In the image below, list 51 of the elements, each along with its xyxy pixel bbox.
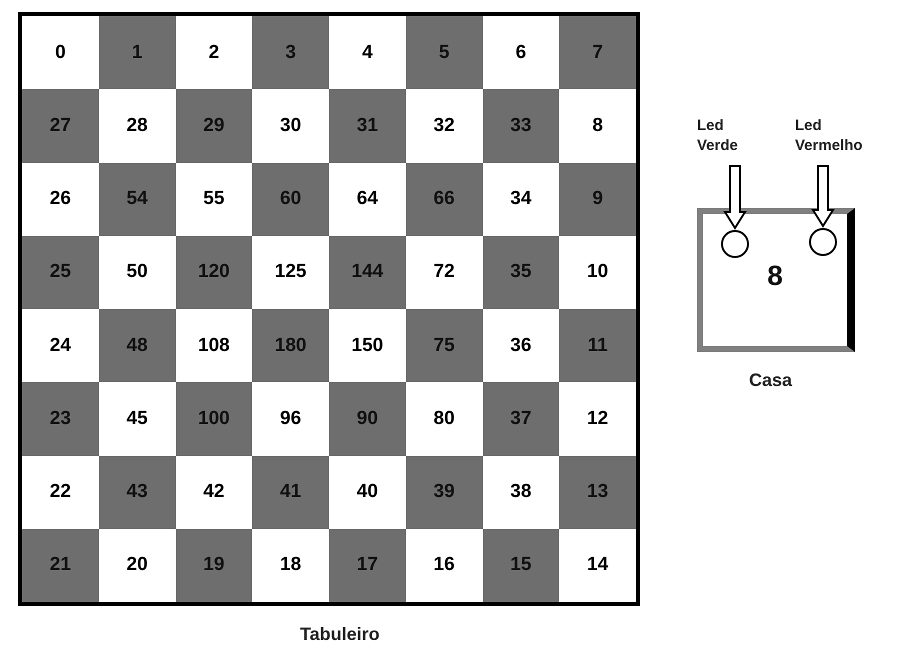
board-square: 15 <box>482 528 560 602</box>
board-square: 27 <box>22 89 99 162</box>
board-square: 43 <box>98 456 176 529</box>
board-square: 35 <box>482 236 560 309</box>
board-square: 41 <box>252 456 329 529</box>
square-number: 8 <box>766 260 784 292</box>
board-square: 17 <box>329 528 406 602</box>
board-square: 55 <box>176 162 252 236</box>
board-square: 21 <box>22 528 99 602</box>
board-square: 37 <box>482 382 560 456</box>
board-square: 42 <box>176 456 252 529</box>
board-square: 144 <box>329 236 406 309</box>
board-square: 11 <box>559 309 636 382</box>
game-board <box>18 12 640 606</box>
board-square: 100 <box>176 382 252 456</box>
board-square: 5 <box>406 16 482 90</box>
led-label: Led Vermelho <box>795 116 885 156</box>
board-square: 19 <box>176 528 252 602</box>
board-square: 54 <box>98 162 176 236</box>
board-square: 1 <box>98 16 176 90</box>
board-square: 13 <box>559 456 636 529</box>
board-square: 120 <box>176 236 252 309</box>
board-square: 2 <box>176 16 252 90</box>
led-circle <box>809 228 837 256</box>
board-square: 25 <box>22 236 99 309</box>
board-square: 66 <box>406 162 482 236</box>
board-square: 60 <box>252 162 329 236</box>
board-square: 34 <box>482 162 560 236</box>
board-square: 6 <box>482 16 560 90</box>
board-square: 75 <box>406 309 482 382</box>
board-caption: Tabuleiro <box>300 624 380 645</box>
board-square: 3 <box>252 16 329 90</box>
board-square: 7 <box>559 16 636 90</box>
board-square: 38 <box>482 456 560 529</box>
led-label: Led Verde <box>697 116 757 156</box>
board-square: 33 <box>482 89 560 162</box>
board-square: 48 <box>98 309 176 382</box>
led-circle <box>721 230 749 258</box>
board-square: 29 <box>176 89 252 162</box>
board-square: 36 <box>482 309 560 382</box>
board-square: 39 <box>406 456 482 529</box>
board-square: 9 <box>559 162 636 236</box>
arrow <box>723 165 747 230</box>
board-square: 31 <box>329 89 406 162</box>
board-square: 90 <box>329 382 406 456</box>
arrow <box>811 165 835 228</box>
board-square: 108 <box>176 309 252 382</box>
board-square: 23 <box>22 382 99 456</box>
house-caption: Casa <box>749 370 792 391</box>
board-square: 180 <box>252 309 329 382</box>
house-square <box>697 208 855 352</box>
